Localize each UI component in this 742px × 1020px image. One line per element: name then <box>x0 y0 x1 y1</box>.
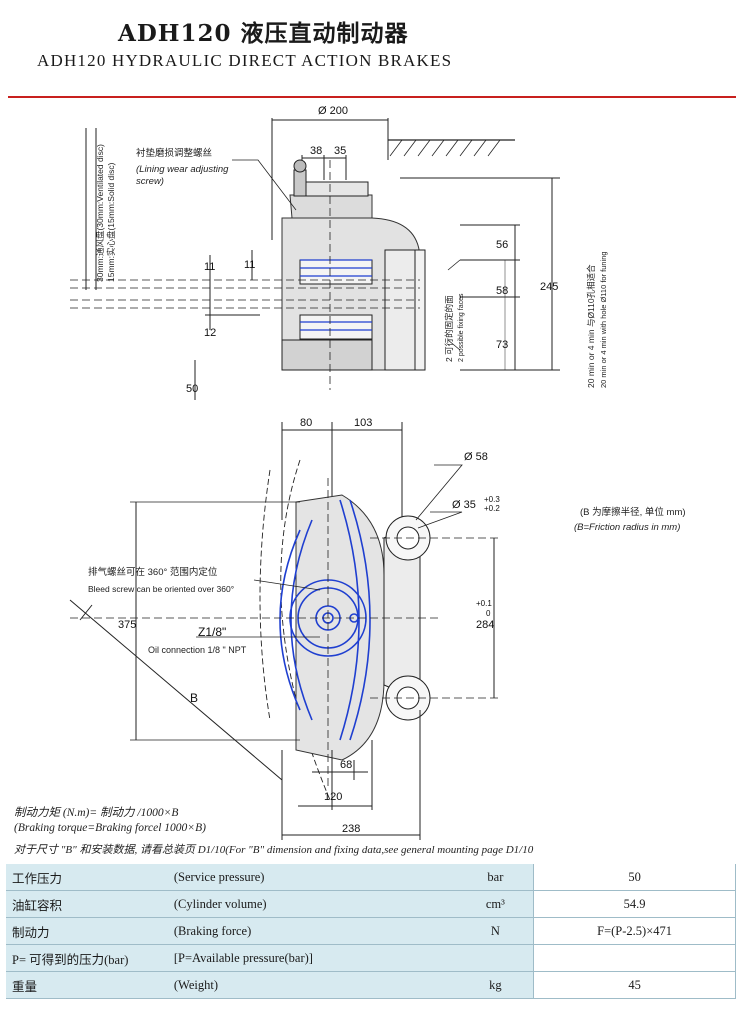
friction-label-cn: (B 为摩擦半径, 单位 mm) <box>580 506 686 518</box>
dim-56: 56 <box>496 239 508 251</box>
dim-z18: Z1/8" <box>198 625 226 639</box>
dim-58: 58 <box>496 285 508 297</box>
dim-284-tol-dn: 0 <box>486 609 491 618</box>
torque-formula-en: (Braking torque=Braking forcel 1000×B) <box>14 822 206 834</box>
dim-238: 238 <box>342 823 360 835</box>
bleed-label-en: Bleed screw can be oriented over 360° <box>88 584 234 594</box>
lining-label-en2: screw) <box>136 176 164 187</box>
table-row: 油缸容积 (Cylinder volume) cm³ 54.9 <box>6 890 736 918</box>
fixing-label-cn: 2 可行的固定的面 <box>444 295 454 362</box>
spec-unit: N <box>457 917 534 945</box>
spec-name-en: (Braking force) <box>167 917 458 945</box>
dim-284-tol-up: +0.1 <box>476 599 492 608</box>
spec-unit: bar <box>457 864 534 891</box>
dim-80: 80 <box>300 417 312 429</box>
dim-50: 50 <box>186 383 198 395</box>
spec-name-en: (Service pressure) <box>167 864 458 891</box>
dim-phi58: Ø 58 <box>464 451 488 463</box>
spec-name-cn: 重量 <box>6 971 168 999</box>
spec-value <box>533 944 736 972</box>
dim-245: 245 <box>540 281 558 293</box>
lining-label-cn: 衬垫磨损调整螺丝 <box>136 147 212 159</box>
hole-label-en: 20 min or 4 min with hole Ø110 for funin… <box>599 251 608 388</box>
spec-value: 50 <box>533 864 736 891</box>
spec-name-en: [P=Available pressure(bar)] <box>167 944 458 972</box>
dim-38: 38 <box>310 145 322 157</box>
front-view <box>69 422 500 840</box>
spec-value: F=(P-2.5)×471 <box>533 917 736 945</box>
header-divider <box>8 96 736 98</box>
spec-name-en: (Weight) <box>167 971 458 999</box>
spec-name-cn: 工作压力 <box>6 864 168 891</box>
table-row: 制动力 (Braking force) N F=(P-2.5)×471 <box>6 917 736 945</box>
page-title-en: ADH120 HYDRAULIC DIRECT ACTION BRAKES <box>37 51 453 70</box>
technical-drawing: Ø 200 38 35 56 58 73 245 11 11 12 50 80 … <box>69 105 686 840</box>
dim-12: 12 <box>204 327 216 339</box>
dim-phi35-tol-dn: +0.2 <box>484 504 500 513</box>
dim-120: 120 <box>324 791 342 803</box>
bleed-label-cn: 排气螺丝可在 360° 范围内定位 <box>88 566 218 578</box>
oil-label: Oil connection 1/8 " NPT <box>148 645 247 655</box>
table-row: 重量 (Weight) kg 45 <box>6 971 736 999</box>
spec-name-cn: 油缸容积 <box>6 890 168 918</box>
spec-value: 54.9 <box>533 890 736 918</box>
dim-phi35: Ø 35 <box>452 499 476 511</box>
lining-label-en1: (Lining wear adjusting <box>136 164 229 175</box>
spec-name-en: (Cylinder volume) <box>167 890 458 918</box>
torque-formula-cn: 制动力矩 (N.m)= 制动力 /1000×B <box>14 807 179 819</box>
table-row: 工作压力 (Service pressure) bar 50 <box>6 864 736 891</box>
dim-phi35-tol-up: +0.3 <box>484 495 500 504</box>
disc-label-en: 15mm:实心盘(15mm:Solid disc) <box>106 162 116 282</box>
dim-284: 284 <box>476 619 494 631</box>
mounting-note: 对于尺寸 "B" 和安装数据, 请看总装页 D1/10(For "B" dime… <box>14 844 534 856</box>
spec-unit <box>457 944 534 972</box>
dim-103: 103 <box>354 417 372 429</box>
dim-35: 35 <box>334 145 346 157</box>
hole-label-cn: 20 min or 4 min 与Ø110孔相适合 <box>586 264 596 388</box>
disc-label-cn: 30mm:通风盘(30mm:Ventilated disc) <box>95 144 105 282</box>
friction-label-en: (B=Friction radius in mm) <box>574 522 680 533</box>
spec-unit: kg <box>457 971 534 999</box>
table-row: P= 可得到的压力(bar) [P=Available pressure(bar… <box>6 944 736 972</box>
spec-table: 工作压力 (Service pressure) bar 50 油缸容积 (Cyl… <box>6 864 736 999</box>
dim-b: B <box>190 691 198 705</box>
dim-68: 68 <box>340 759 352 771</box>
spec-name-cn: 制动力 <box>6 917 168 945</box>
dim-11-left: 11 <box>204 261 215 273</box>
spec-unit: cm³ <box>457 890 534 918</box>
dim-73: 73 <box>496 339 508 351</box>
fixing-label-en: 2 possible fixing faces <box>458 293 465 362</box>
dim-11-right: 11 <box>244 259 255 271</box>
spec-name-cn: P= 可得到的压力(bar) <box>6 944 168 972</box>
page-title-cn: ADH120 液压直动制动器 <box>118 20 409 47</box>
side-view <box>70 118 560 400</box>
spec-value: 45 <box>533 971 736 999</box>
dim-375: 375 <box>118 619 136 631</box>
dim-phi200: Ø 200 <box>318 105 348 117</box>
